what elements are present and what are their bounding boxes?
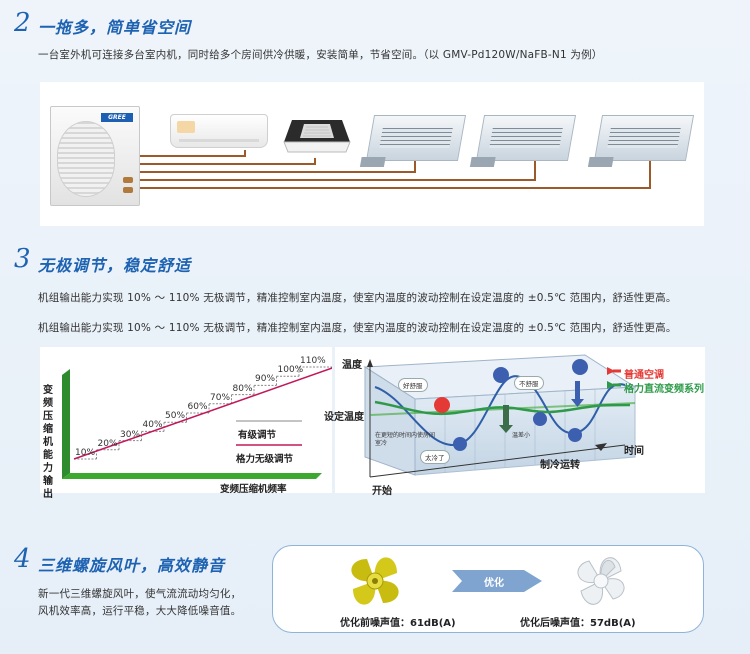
time-label: 时间	[624, 446, 644, 457]
legend-gree: 格力直流变频系列	[624, 384, 704, 395]
capacity-chart	[62, 366, 332, 479]
step-label: 50%	[165, 411, 186, 422]
y-label-char: 力	[43, 463, 53, 474]
section-4-number: 4	[14, 544, 31, 574]
y-axis-bar	[62, 369, 70, 479]
pipe-port	[123, 177, 133, 183]
legend-stepless: 格力无级调节	[236, 454, 294, 465]
x-axis-bar	[62, 473, 322, 479]
optimize-arrow-icon	[452, 570, 542, 592]
ball-icon	[533, 412, 547, 426]
step-label: 80%	[232, 383, 253, 394]
bubble-too-cold: 太冷了	[420, 450, 450, 464]
set-temp-label: 设定温度	[324, 412, 364, 423]
ball-icon	[568, 428, 582, 442]
y-label-char: 能	[43, 450, 53, 461]
duct-unit-2	[469, 115, 577, 167]
step-label: 70%	[210, 392, 231, 403]
duct-unit-1	[359, 115, 467, 167]
wall-unit-strip	[179, 139, 259, 142]
bubble-comfort: 好舒服	[398, 378, 428, 392]
step-label: 90%	[255, 374, 276, 385]
start-label: 开始	[372, 486, 392, 497]
label-temp-diff: 温差小	[512, 432, 531, 439]
set-temp-line	[369, 402, 636, 416]
section-2-paragraph: 一台室外机可连接多台室内机，同时给多个房间供冷供暖，安装简单，节省空间。（以 G…	[38, 49, 603, 61]
temp-x-axis	[369, 444, 626, 478]
wall-mounted-unit	[170, 114, 268, 148]
step-label: 110%	[300, 356, 326, 366]
section-3-title: 无极调节，稳定舒适	[38, 256, 192, 275]
section-3-paragraph-2: 机组输出能力实现 10% ～ 110% 无极调节，精准控制室内温度，使室内温度的…	[38, 322, 677, 334]
legend-normal: 普通空调	[624, 370, 664, 381]
duct-unit-3	[587, 115, 695, 167]
wall-unit-badge	[177, 121, 195, 133]
bubble-uncomfortable: 不舒服	[514, 376, 544, 390]
step-label: 10%	[75, 448, 96, 458]
hot-ball-icon	[493, 367, 509, 383]
cassette-unit	[283, 120, 351, 153]
y-label-char: 变	[43, 385, 53, 396]
step-label: 60%	[187, 402, 208, 412]
section-4-paragraph: 新一代三维螺旋风叶，使气流流动均匀化，风机效率高，运行平稳，大大降低噪音值。	[38, 588, 242, 617]
duct-vent	[489, 128, 563, 148]
gree-curve	[374, 400, 631, 416]
duct-vent	[607, 128, 681, 148]
step-label: 100%	[277, 365, 304, 376]
optimize-label: 优化	[484, 578, 504, 589]
fan-grill-icon	[57, 121, 115, 197]
legend-arrow-icon	[607, 367, 615, 375]
fan-before-icon	[351, 557, 399, 605]
stepless-line	[73, 367, 332, 460]
cold-ball-icon	[453, 437, 467, 451]
before-noise-caption: 优化前噪声值：61dB(A)	[340, 618, 456, 629]
fan-after-icon	[577, 557, 625, 605]
y-label-char: 机	[43, 437, 53, 448]
y-label-char: 输	[43, 476, 53, 487]
capacity-axis-label: 变 频 压 缩 机 能 力 输 出	[42, 384, 54, 501]
ball-icon	[572, 359, 588, 375]
duct-lip	[587, 157, 614, 167]
x-axis-label: 变频压缩机频率	[220, 484, 287, 495]
down-arrow-icon	[571, 381, 584, 407]
y-arrow-icon	[367, 359, 373, 367]
down-arrow-icon	[499, 405, 513, 433]
legend-stepped: 有级调节	[238, 430, 277, 441]
step-label: 30%	[120, 429, 141, 440]
y-label-char: 出	[43, 489, 53, 500]
outdoor-unit: GREE	[50, 106, 140, 206]
y-label-char: 压	[43, 411, 53, 422]
y-label-char: 缩	[43, 424, 53, 435]
step-label: 40%	[142, 420, 163, 431]
run-label: 制冷运转	[540, 460, 580, 471]
duct-vent	[379, 128, 453, 148]
temperature-chart	[363, 354, 637, 478]
brand-logo: GREE	[101, 113, 133, 122]
y-label-char: 频	[43, 398, 53, 409]
after-noise-caption: 优化后噪声值：57dB(A)	[520, 618, 636, 629]
section-2-number: 2	[14, 8, 31, 38]
step-label: 20%	[97, 438, 118, 449]
temp-y-label: 温度	[342, 360, 362, 371]
comfort-ball-icon	[434, 397, 450, 413]
pipe-port	[123, 187, 133, 193]
duct-lip	[359, 157, 386, 167]
section-4-title: 三维螺旋风叶，高效静音	[38, 556, 226, 575]
section-3-number: 3	[14, 244, 31, 274]
legend-arrow-icon	[607, 381, 615, 389]
section-3-paragraph-1: 机组输出能力实现 10% ～ 110% 无极调节，精准控制室内温度，使室内温度的…	[38, 292, 677, 304]
duct-lip	[469, 157, 496, 167]
label-note: 在更短的时间内使房间室冷	[375, 432, 436, 447]
time-arrow-icon	[595, 443, 607, 451]
section-2-title: 一拖多，简单省空间	[38, 18, 192, 37]
